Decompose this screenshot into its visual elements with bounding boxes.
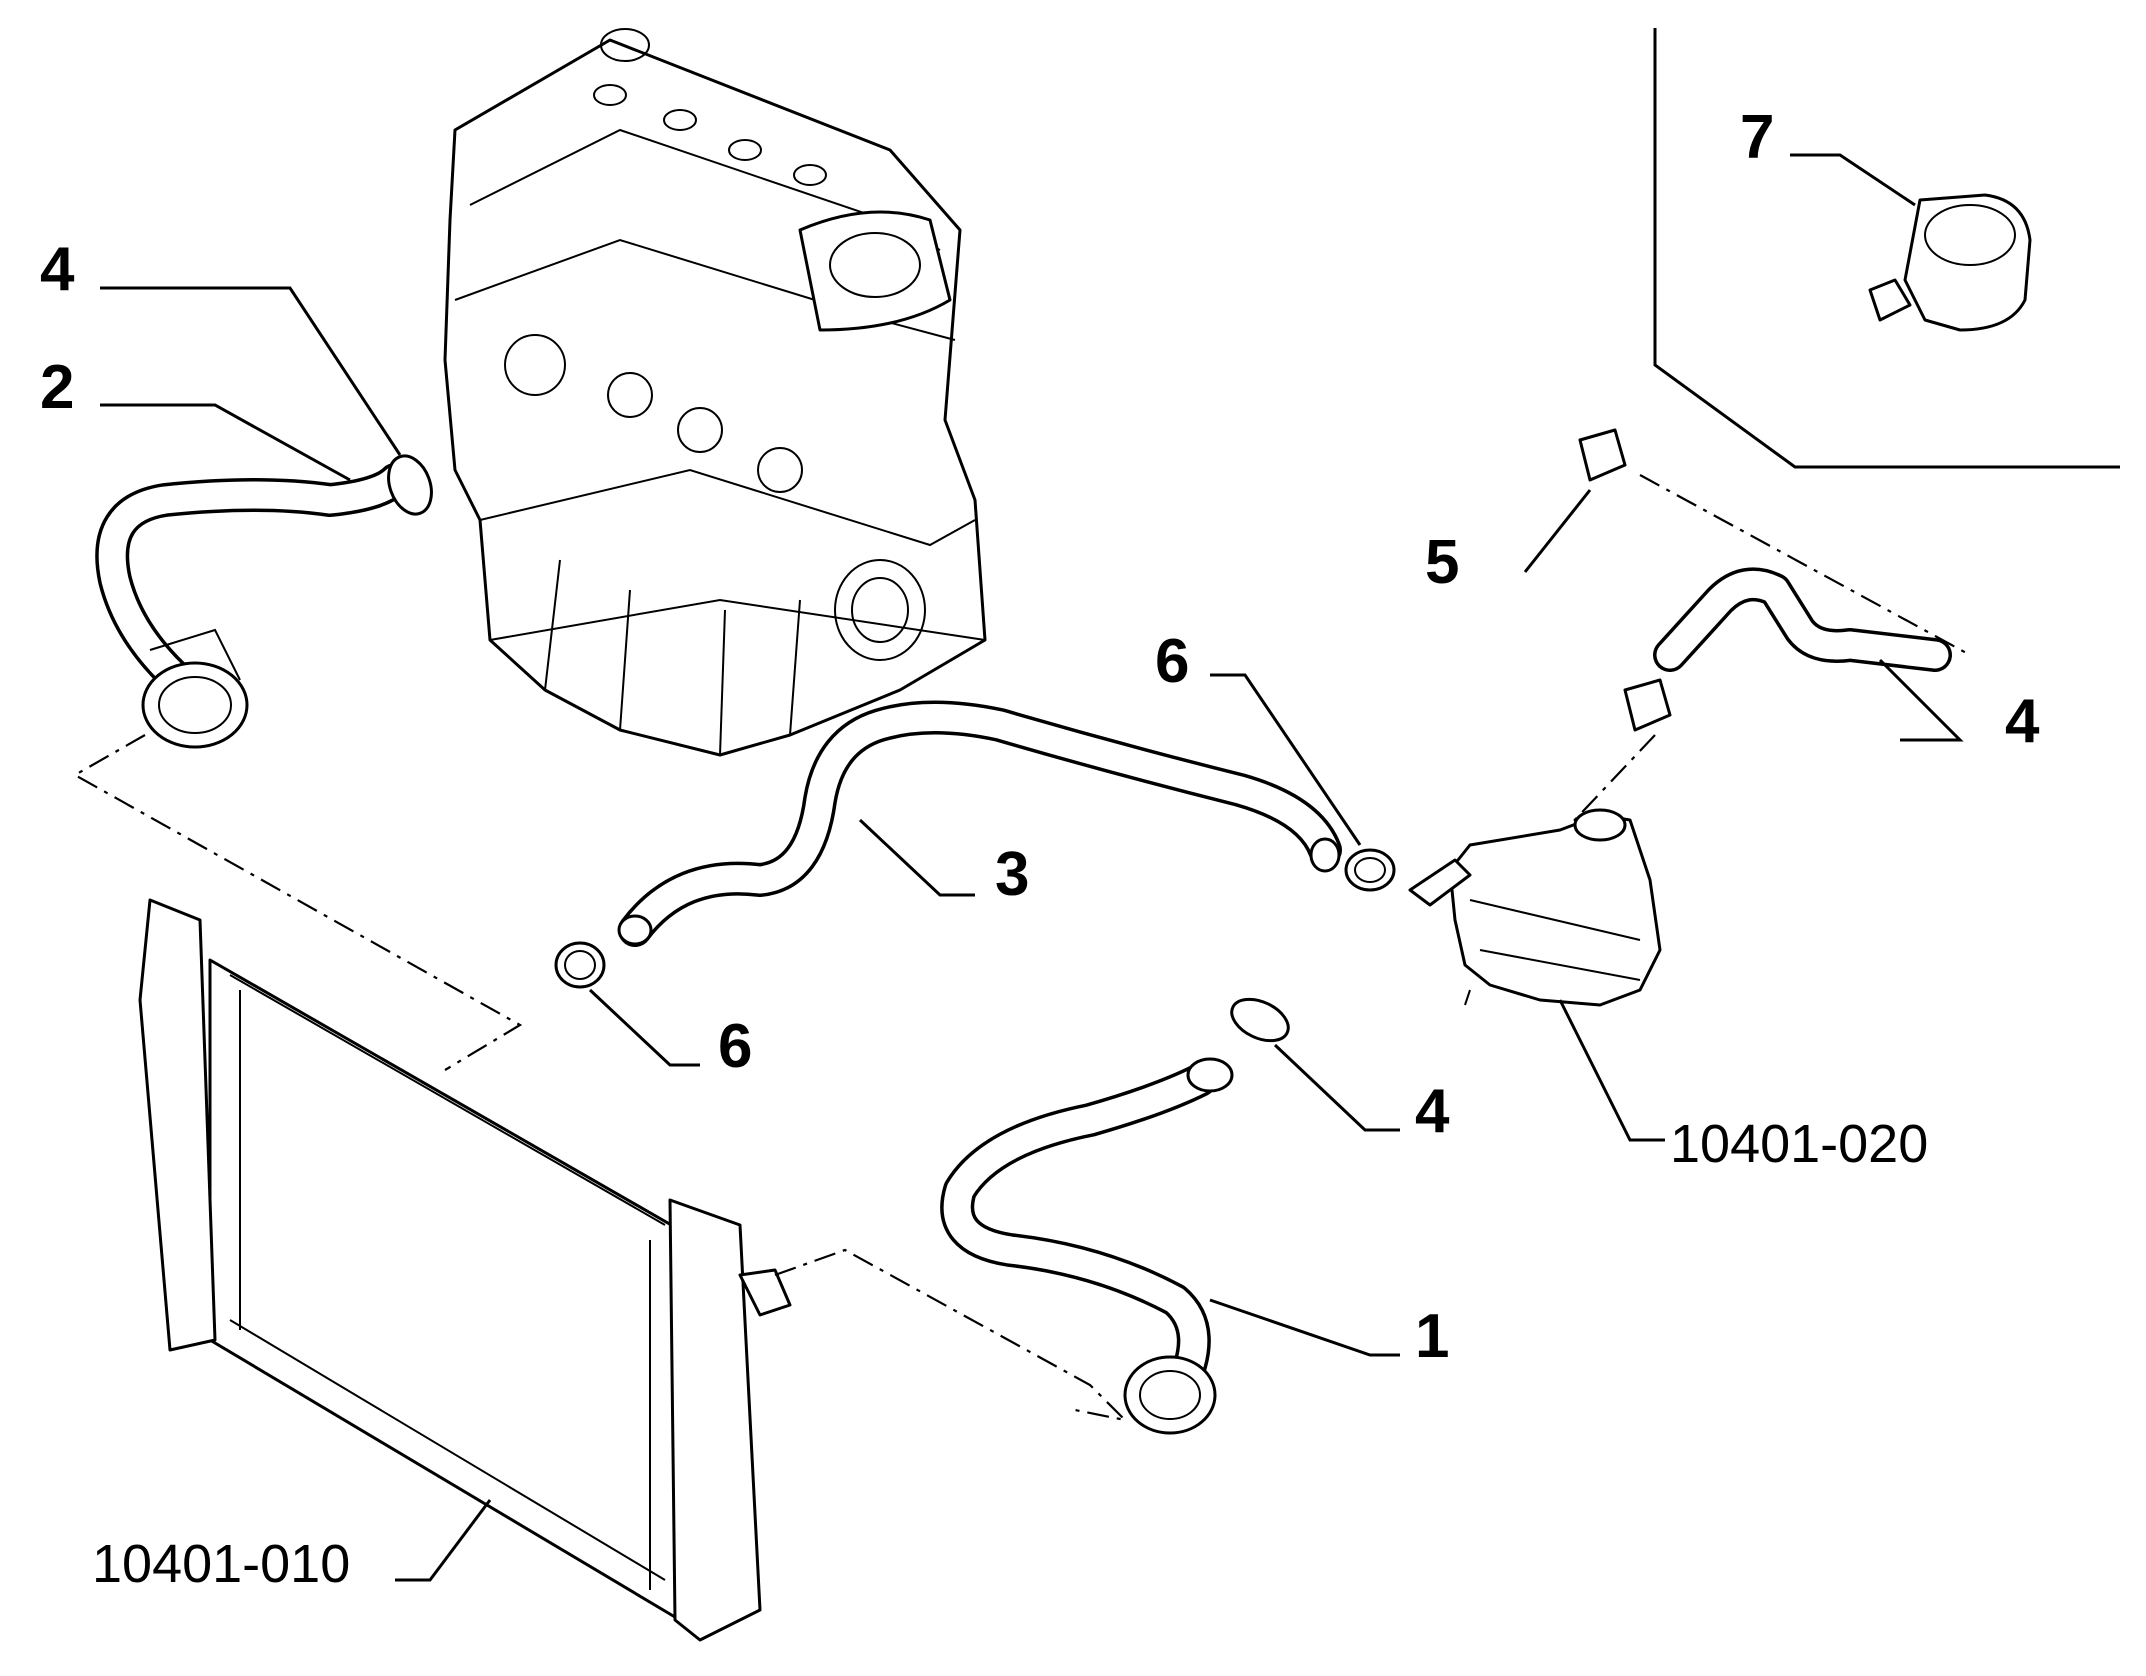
engine-block (443, 28, 987, 757)
callout-label: 5 (1425, 528, 1459, 597)
callout-label: 4 (40, 235, 75, 304)
callout-label: 7 (1740, 103, 1774, 172)
upper-radiator-hose-2 (95, 463, 412, 749)
hose-clamp-5-bottom (1623, 678, 1672, 732)
reference-label: 10401-020 (1670, 1114, 1928, 1174)
callout-label: 2 (40, 353, 74, 422)
reference-label: 10401-010 (92, 1534, 350, 1594)
lower-radiator-hose-1 (940, 1057, 1234, 1435)
thermostat-housing-7 (1868, 193, 2032, 332)
radiator (138, 898, 792, 1642)
hose-clamp-6-right (1344, 848, 1396, 892)
hose-clamp-6-left (554, 941, 606, 989)
hose-clamp-4-lower (1230, 997, 1290, 1043)
hose-clamp-5-top (1578, 428, 1627, 482)
connection-lines (72, 474, 1971, 1422)
callout-label: 1 (1415, 1302, 1449, 1371)
hose-3 (617, 700, 1342, 947)
leader-lines (100, 153, 1964, 1582)
detail-inset-frame (1653, 28, 2120, 469)
callout-label: 3 (995, 840, 1029, 909)
bleed-hose-4 (1653, 567, 1952, 672)
hose-clamp-4-upper (387, 454, 433, 516)
expansion-tank (1408, 808, 1662, 1007)
callout-label: 4 (2005, 687, 2040, 756)
callout-labels: 4 2 7 5 4 6 3 6 4 1 (40, 103, 2040, 1371)
callout-label: 6 (718, 1012, 752, 1081)
callout-label: 6 (1155, 627, 1189, 696)
callout-label: 4 (1415, 1077, 1450, 1146)
reference-labels: 10401-020 10401-010 (92, 1114, 1928, 1594)
